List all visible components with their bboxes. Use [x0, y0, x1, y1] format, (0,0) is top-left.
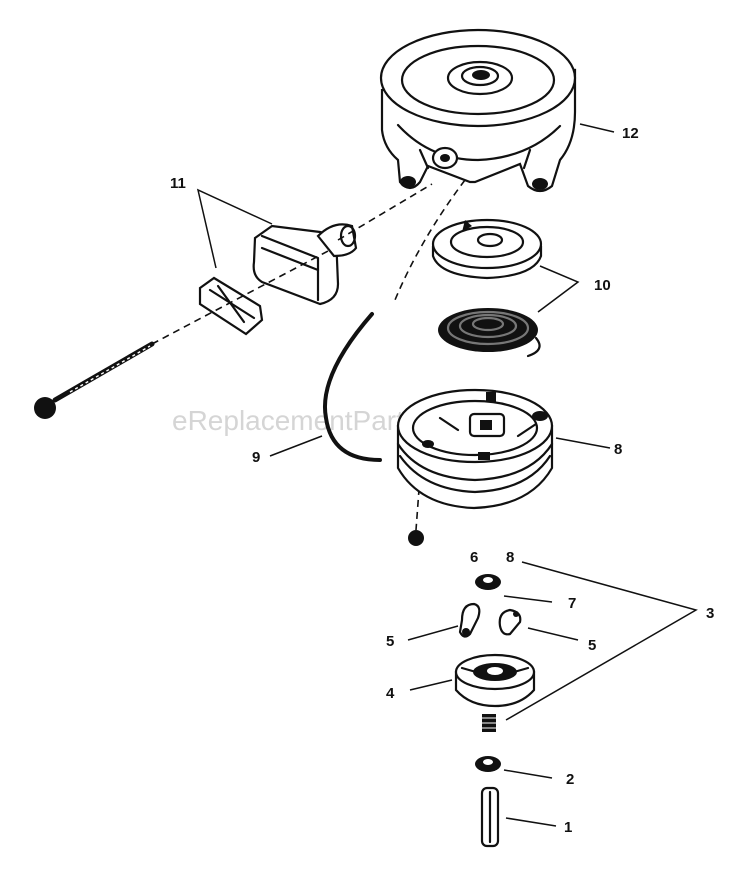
leader-lines — [196, 123, 698, 827]
part-4-pawl-retainer — [454, 653, 536, 708]
part-1-pin — [480, 786, 500, 848]
pulley-nut — [408, 530, 424, 546]
callout-3: 3 — [706, 605, 714, 622]
part-5-pawl-right — [498, 608, 522, 636]
part-10-recoil-spring — [438, 308, 541, 358]
callout-8-small: 8 — [506, 549, 514, 566]
callout-5-right: 5 — [588, 637, 596, 654]
callout-8-pulley: 8 — [614, 441, 622, 458]
part-11-handle-insert — [198, 276, 264, 336]
part-3-spring — [481, 714, 497, 732]
callout-10: 10 — [594, 277, 611, 294]
callout-4: 4 — [386, 685, 395, 702]
callout-2: 2 — [566, 771, 574, 788]
callout-6: 6 — [470, 549, 478, 566]
part-5-pawl-left — [458, 602, 481, 638]
callout-7: 7 — [568, 595, 576, 612]
callout-12: 12 — [622, 125, 639, 142]
part-10-spring-cover — [431, 218, 543, 280]
part-2-washer — [475, 756, 501, 772]
part-12-starter-housing — [379, 28, 577, 193]
part-11-starter-handle — [252, 223, 358, 306]
handle-bolt — [34, 341, 155, 419]
part-8-pulley — [396, 388, 554, 510]
callout-1: 1 — [564, 819, 572, 836]
callout-5-left: 5 — [386, 633, 394, 650]
assembly-lines — [151, 179, 466, 531]
part-7-washer — [475, 574, 501, 590]
callout-11: 11 — [170, 175, 186, 192]
part-9-starter-rope — [323, 312, 382, 462]
callout-9: 9 — [252, 449, 260, 466]
